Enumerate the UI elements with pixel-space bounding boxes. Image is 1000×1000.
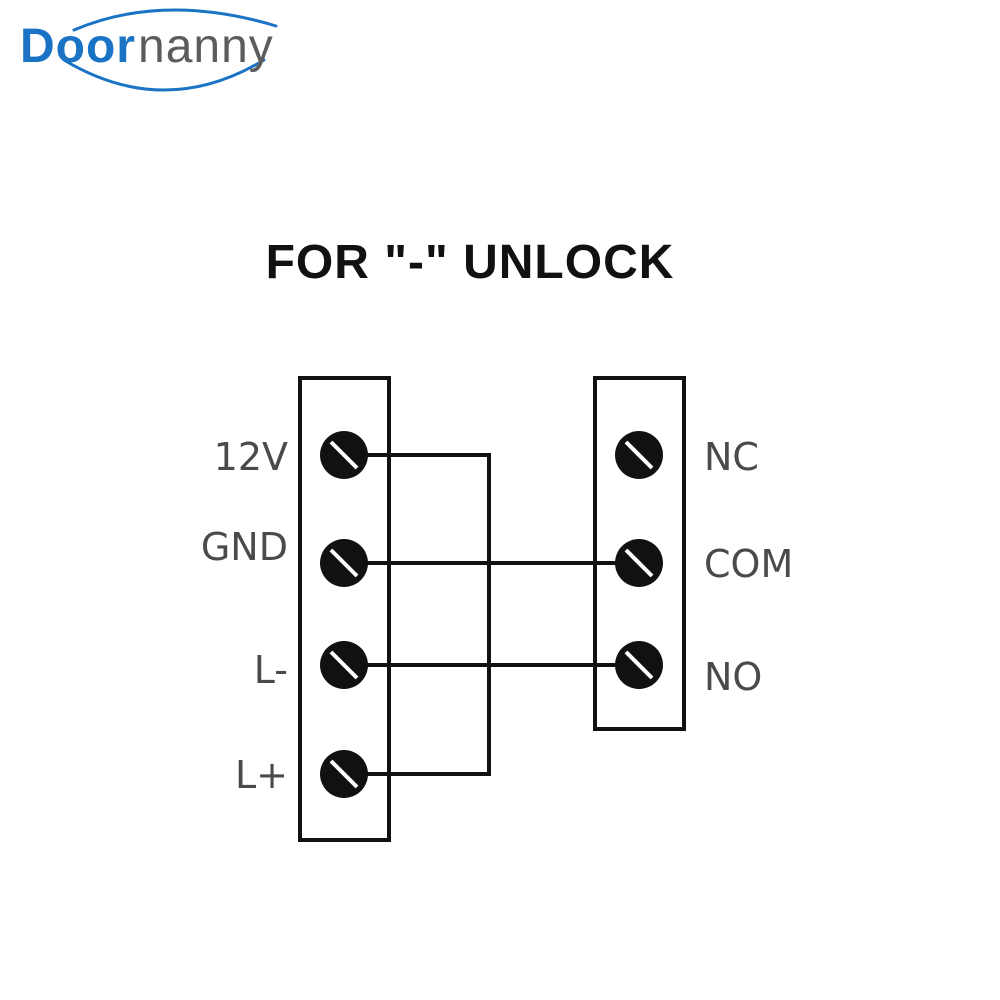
terminal-nc <box>615 431 663 479</box>
label-lminus: L- <box>254 648 288 692</box>
brand-logo: Door nanny <box>14 0 314 100</box>
terminal-no <box>615 641 663 689</box>
logo-bottom-swoosh <box>62 58 266 92</box>
terminal-lplus <box>320 750 368 798</box>
label-com: COM <box>704 542 793 586</box>
terminal-gnd <box>320 539 368 587</box>
label-gnd: GND <box>201 525 288 569</box>
terminal-12v <box>320 431 368 479</box>
diagram-title: FOR "-" UNLOCK <box>265 236 675 289</box>
label-nc: NC <box>704 435 759 479</box>
left-terminal-block <box>298 376 391 842</box>
label-lplus: L+ <box>235 753 288 797</box>
terminal-com <box>615 539 663 587</box>
wire-12v-to-lplus <box>344 453 491 776</box>
brand-logo-graphic: Door nanny <box>20 8 278 92</box>
label-no: NO <box>704 655 762 699</box>
right-terminal-block <box>593 376 686 731</box>
logo-top-swoosh <box>72 8 278 32</box>
logo-text-door: Door <box>20 20 136 73</box>
logo-text-nanny: nanny <box>138 20 274 73</box>
label-12v: 12V <box>214 435 288 479</box>
terminal-lminus <box>320 641 368 689</box>
